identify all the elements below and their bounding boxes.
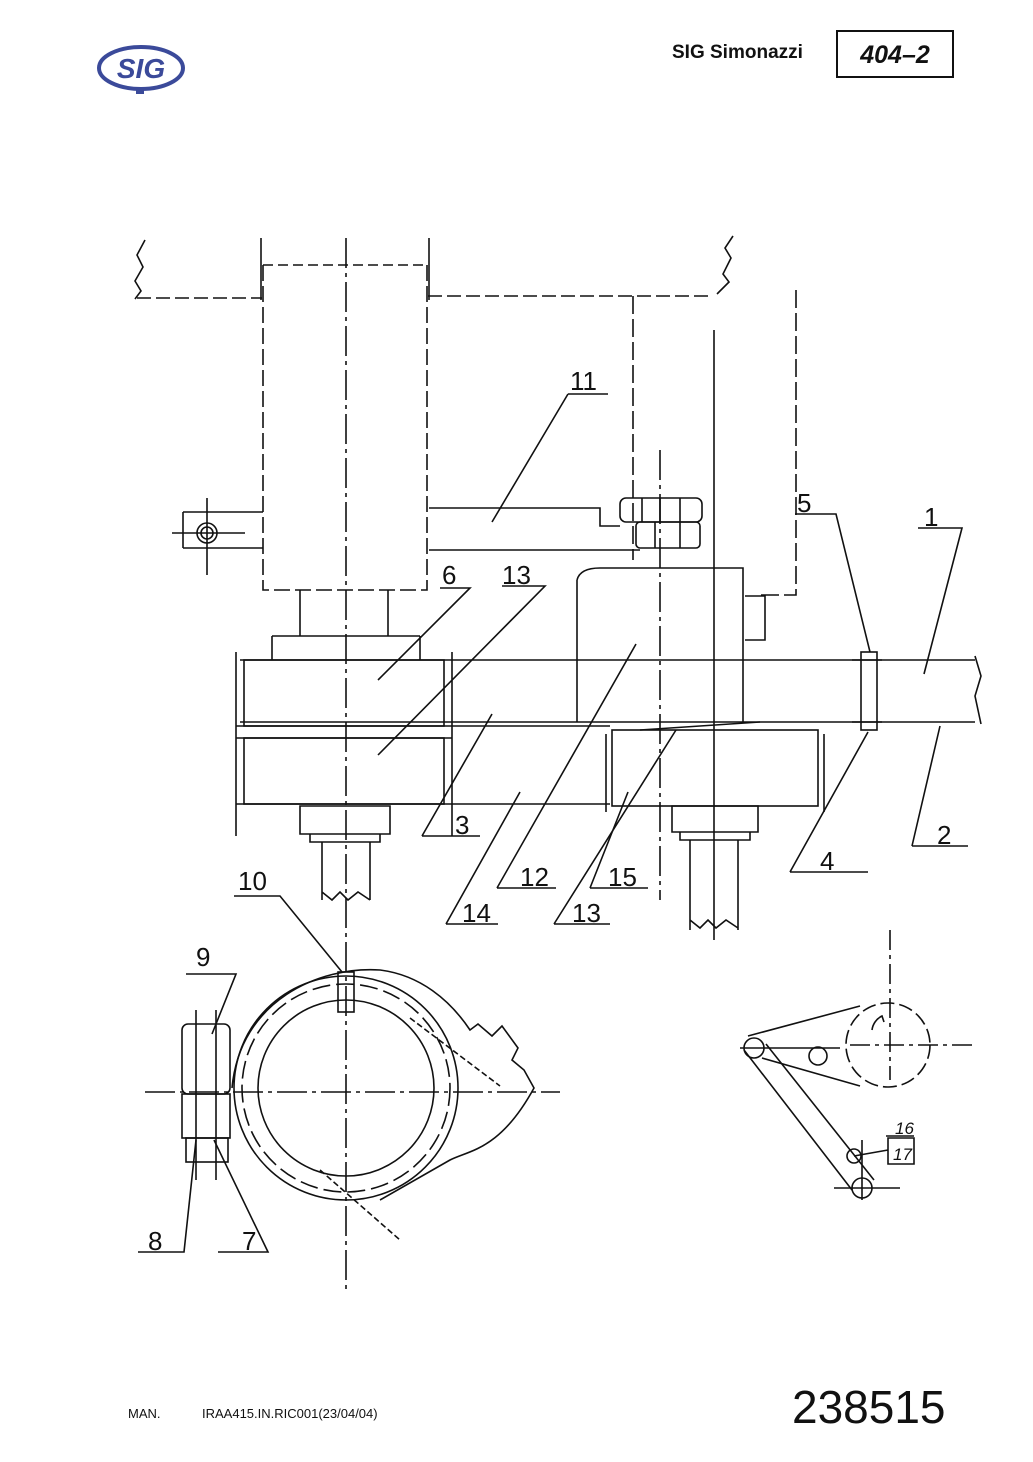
footer-reference: IRAA415.IN.RIC001(23/04/04) [202,1406,378,1421]
callout-16: 16 [895,1119,914,1138]
callout-14: 14 [462,898,491,928]
page-number: 238515 [792,1381,946,1433]
callout-13a: 13 [502,560,531,590]
callout-7: 7 [242,1226,256,1256]
callout-13b: 13 [572,898,601,928]
callout-2: 2 [937,820,951,850]
callout-4: 4 [820,846,834,876]
callout-11: 11 [570,366,597,396]
callout-9: 9 [196,942,210,972]
callout-3: 3 [455,810,469,840]
callout-15: 15 [608,862,637,892]
callout-5: 5 [797,488,811,518]
callout-10: 10 [238,866,267,896]
callout-17: 17 [893,1145,912,1164]
footer-man-label: MAN. [128,1406,161,1421]
document-code: 404–2 [836,30,954,78]
callout-8: 8 [148,1226,162,1256]
sig-logo: SIG [97,45,185,94]
logo-text: SIG [117,53,165,84]
callout-6: 6 [442,560,456,590]
callout-1: 1 [924,502,938,532]
callout-12: 12 [520,862,549,892]
company-name: SIG Simonazzi [672,42,803,63]
